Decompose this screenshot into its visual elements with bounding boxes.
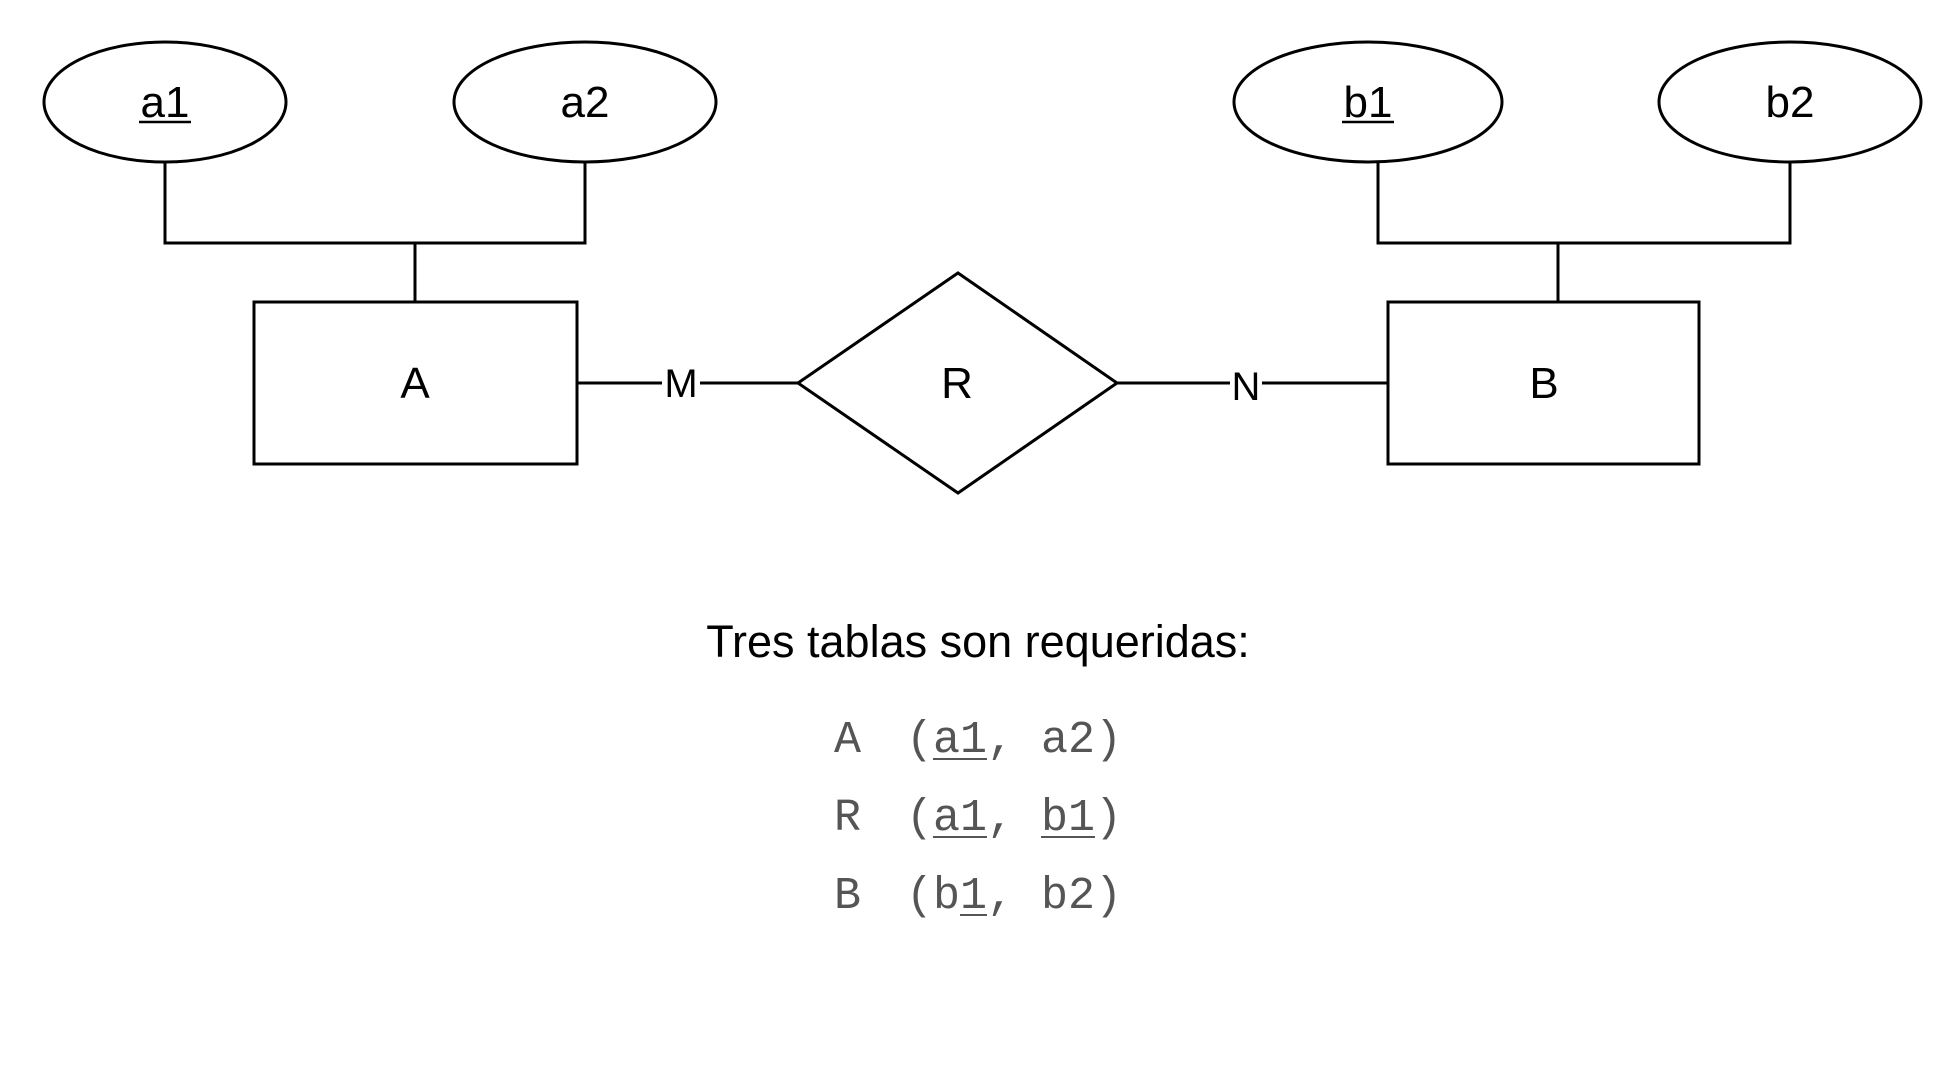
- primary-key-part: a1: [932, 793, 987, 844]
- primary-key-part: 1: [959, 871, 987, 922]
- table-schema-row: R (a1, b1): [834, 780, 1122, 858]
- table-schema-row: A (a1, a2): [834, 702, 1122, 780]
- cardinality-label-n: N: [1232, 365, 1261, 409]
- attribute-b2: b2: [1657, 40, 1923, 164]
- attribute-text: a2: [1041, 715, 1096, 766]
- open-paren: (: [905, 715, 933, 766]
- relationship-r: R: [795, 271, 1120, 495]
- entity-box: [1386, 300, 1701, 466]
- entity-a-attribute-connectors: [163, 162, 587, 302]
- table-attribute: b2: [1041, 871, 1095, 922]
- attribute-label-a2: a2: [561, 78, 610, 127]
- table-attribute: a2: [1041, 715, 1095, 766]
- table-name: B: [833, 871, 861, 922]
- attribute-separator: ,: [986, 715, 1041, 766]
- cardinality-label-m: M: [664, 362, 697, 406]
- entity-b: B: [1386, 300, 1701, 466]
- attribute-text: b2: [1041, 871, 1096, 922]
- entity-a: A: [252, 300, 579, 466]
- attribute-text: b: [932, 871, 960, 922]
- attribute-label-b1: b1: [1344, 78, 1393, 127]
- attribute-a1: a1: [42, 40, 288, 164]
- primary-key-part: a1: [932, 715, 987, 766]
- table-attribute: b1: [933, 871, 987, 922]
- open-paren: (: [905, 871, 933, 922]
- entity-label-a: A: [400, 359, 430, 408]
- attribute-b1: b1: [1232, 40, 1504, 164]
- a-attributes-bracket: [163, 162, 587, 245]
- attribute-separator: ,: [986, 793, 1041, 844]
- relationship-diamond: [795, 271, 1120, 495]
- tables-list: A(a1, a2)R(a1, b1)B(b1, b2): [834, 702, 1122, 936]
- relationship-label-r: R: [941, 359, 973, 408]
- attribute-separator: ,: [987, 871, 1042, 922]
- table-name: A: [833, 715, 861, 766]
- attribute-ellipse: [1657, 40, 1923, 164]
- primary-key-part: b1: [1041, 793, 1096, 844]
- close-paren: ): [1095, 715, 1123, 766]
- table-schema-row: B (b1, b2): [834, 858, 1122, 936]
- attribute-ellipse: [42, 40, 288, 164]
- b-attributes-bracket: [1376, 162, 1792, 245]
- attribute-ellipse: [452, 40, 718, 164]
- attribute-a2: a2: [452, 40, 718, 164]
- table-attribute: b1: [1041, 793, 1095, 844]
- open-paren: (: [905, 793, 933, 844]
- table-name: R: [833, 793, 861, 844]
- entity-b-attribute-connectors: [1376, 162, 1792, 302]
- close-paren: ): [1095, 793, 1123, 844]
- attribute-ellipse: [1232, 40, 1504, 164]
- entity-label-b: B: [1529, 359, 1558, 408]
- entity-box: [252, 300, 579, 466]
- close-paren: ): [1095, 871, 1123, 922]
- attribute-label-b2: b2: [1766, 78, 1815, 127]
- table-attribute: a1: [933, 793, 987, 844]
- tables-heading: Tres tablas son requeridas:: [706, 616, 1250, 667]
- table-attribute: a1: [933, 715, 987, 766]
- attribute-label-a1: a1: [141, 78, 190, 127]
- tables-section: Tres tablas son requeridas: A(a1, a2)R(a…: [0, 610, 1956, 936]
